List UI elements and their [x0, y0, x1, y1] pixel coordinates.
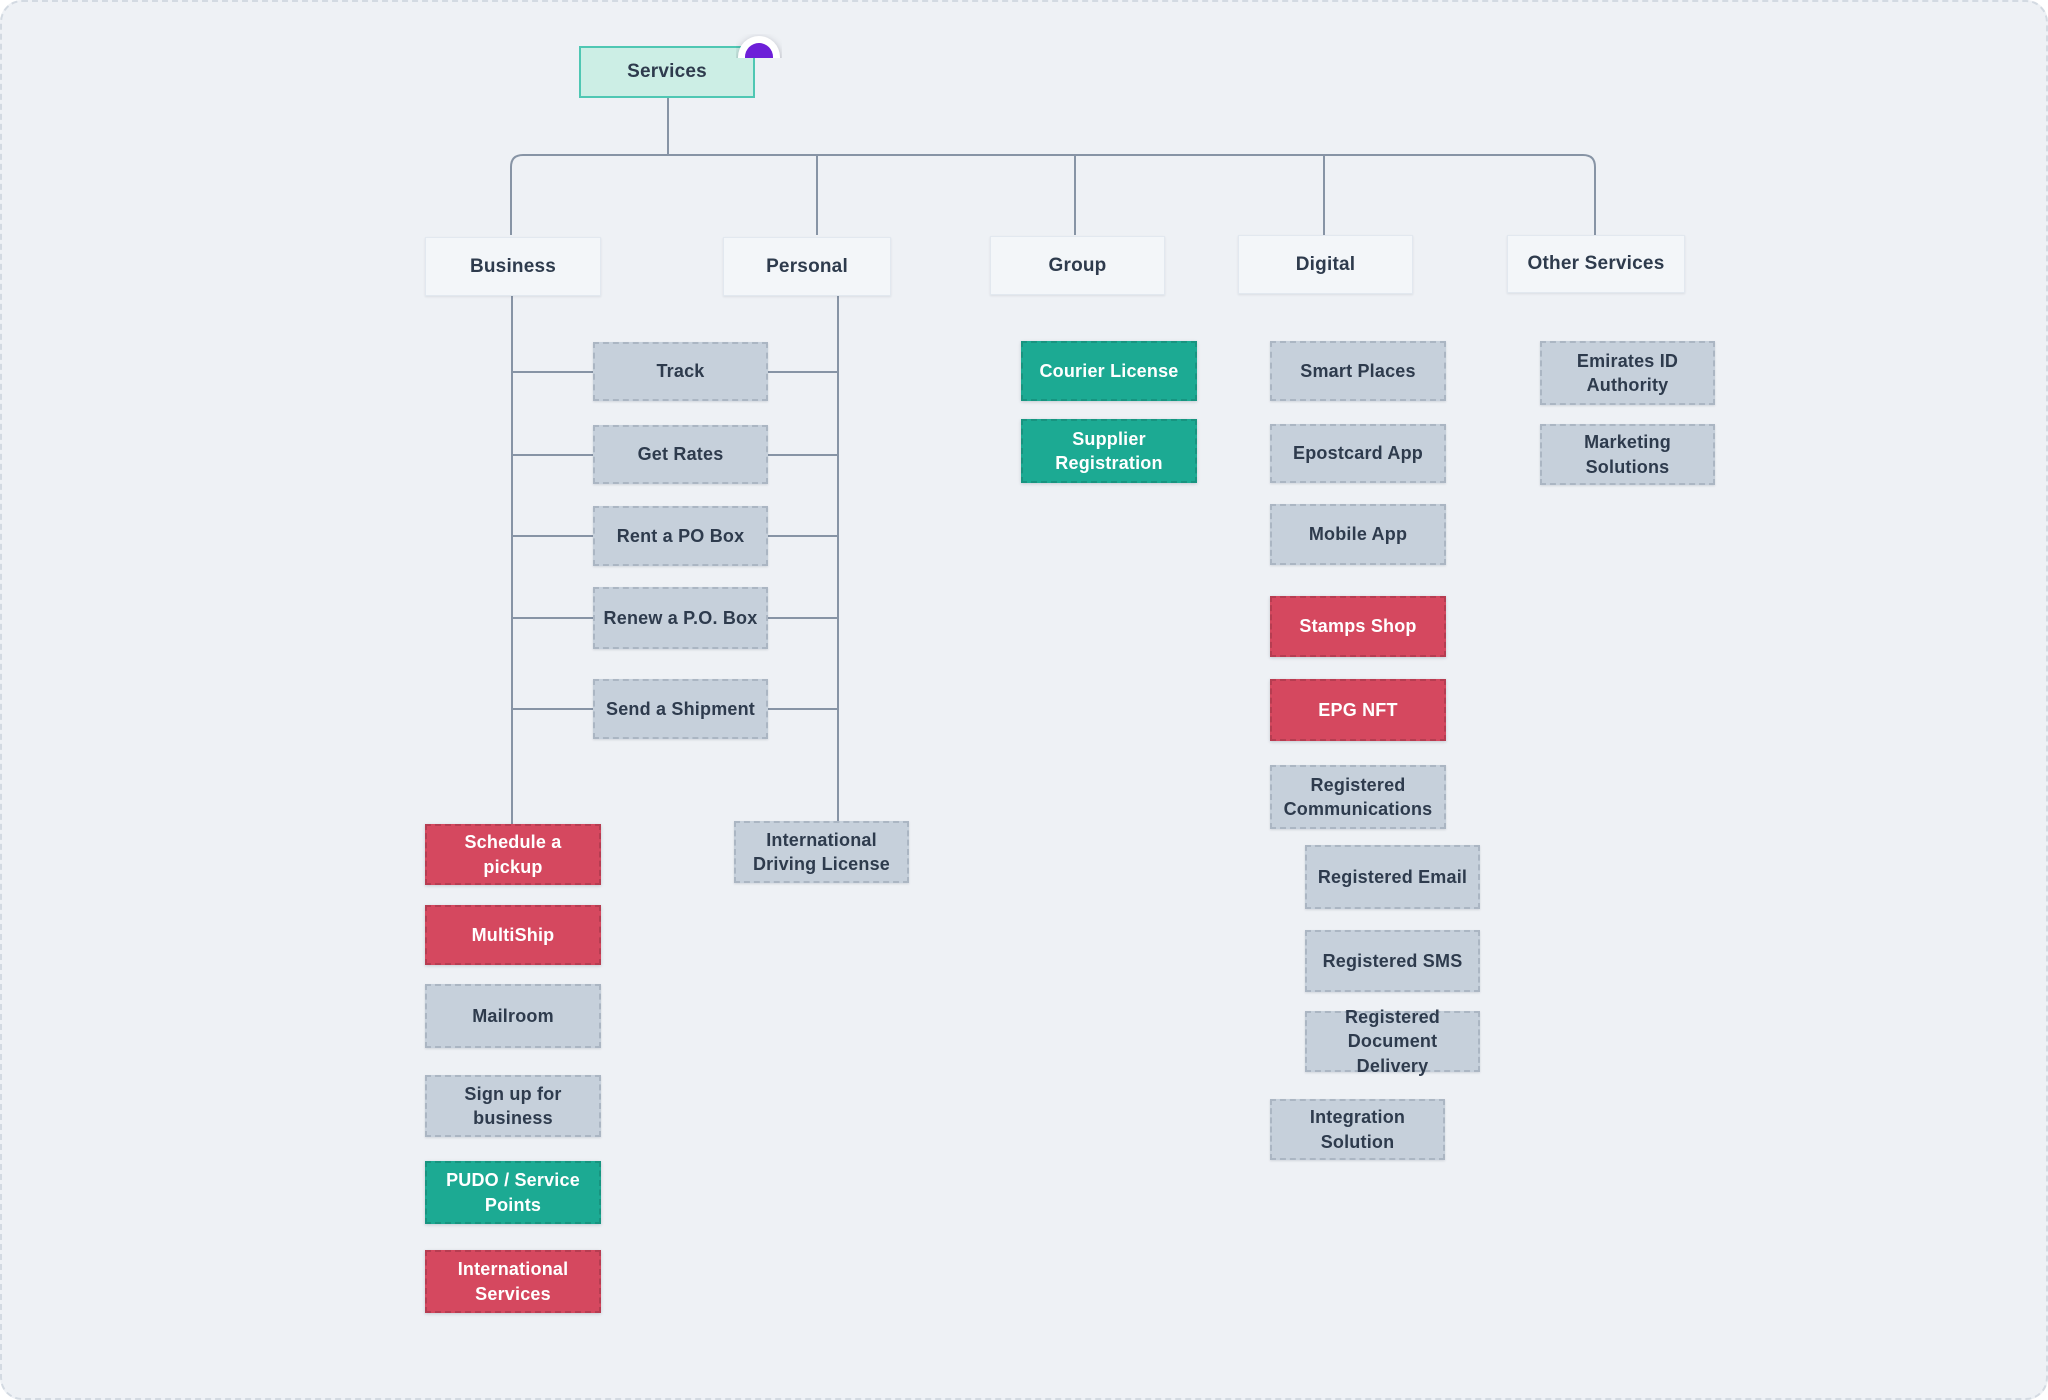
node-mobile-app[interactable]: Mobile App — [1270, 504, 1446, 565]
node-renew-po-box[interactable]: Renew a P.O. Box — [593, 587, 768, 649]
node-registered-email[interactable]: Registered Email — [1305, 845, 1480, 909]
node-signup-business[interactable]: Sign up for business — [425, 1075, 601, 1137]
node-international-services[interactable]: International Services — [425, 1250, 601, 1313]
node-epg-nft[interactable]: EPG NFT — [1270, 679, 1446, 741]
node-other-services[interactable]: Other Services — [1507, 235, 1685, 293]
collaborator-avatar[interactable] — [736, 34, 782, 58]
node-schedule-pickup[interactable]: Schedule a pickup — [425, 824, 601, 885]
node-personal[interactable]: Personal — [723, 237, 891, 296]
connector-bus — [510, 154, 1596, 235]
collaborator-avatar-dot — [745, 43, 773, 58]
node-business[interactable]: Business — [425, 237, 601, 296]
node-epostcard-app[interactable]: Epostcard App — [1270, 424, 1446, 483]
node-registered-document-delivery[interactable]: Registered Document Delivery — [1305, 1007, 1480, 1076]
node-integration-solution[interactable]: Integration Solution — [1270, 1099, 1445, 1160]
node-multiship[interactable]: MultiShip — [425, 905, 601, 965]
node-international-driving-license[interactable]: International Driving License — [734, 821, 909, 883]
node-group[interactable]: Group — [990, 236, 1165, 295]
node-services[interactable]: Services — [579, 46, 755, 98]
node-supplier-registration[interactable]: Supplier Registration — [1021, 419, 1197, 483]
node-pudo-service-points[interactable]: PUDO / Service Points — [425, 1161, 601, 1224]
node-emirates-id-authority[interactable]: Emirates ID Authority — [1540, 341, 1715, 405]
node-stamps-shop[interactable]: Stamps Shop — [1270, 596, 1446, 657]
node-send-shipment[interactable]: Send a Shipment — [593, 679, 768, 739]
node-registered-sms[interactable]: Registered SMS — [1305, 930, 1480, 992]
node-mailroom[interactable]: Mailroom — [425, 984, 601, 1048]
node-digital[interactable]: Digital — [1238, 235, 1413, 294]
node-smart-places[interactable]: Smart Places — [1270, 341, 1446, 401]
node-track[interactable]: Track — [593, 342, 768, 401]
node-get-rates[interactable]: Get Rates — [593, 425, 768, 484]
node-rent-po-box[interactable]: Rent a PO Box — [593, 506, 768, 566]
node-registered-communications[interactable]: Registered Communications — [1270, 765, 1446, 829]
node-marketing-solutions[interactable]: Marketing Solutions — [1540, 424, 1715, 485]
node-courier-license[interactable]: Courier License — [1021, 341, 1197, 401]
